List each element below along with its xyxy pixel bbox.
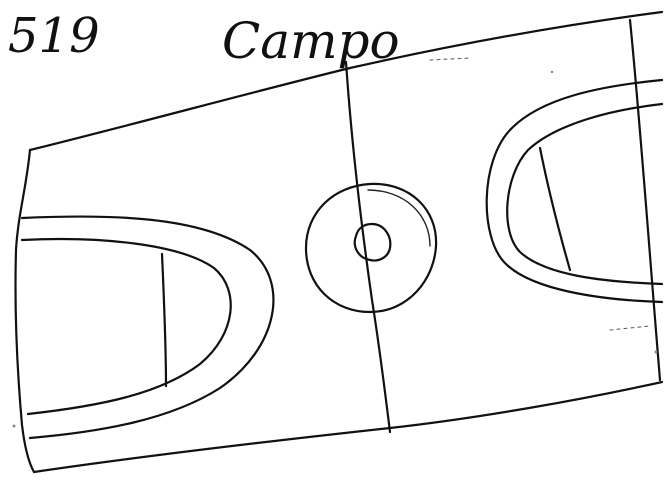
sketch-title: Campo [222, 12, 400, 70]
right-goal-line [540, 148, 570, 270]
right-penalty-arc-outer [487, 80, 662, 302]
center-spot [355, 224, 391, 261]
field-left-boundary [15, 150, 34, 472]
sketch-number: 519 [8, 8, 100, 64]
field-bottom-boundary [34, 382, 662, 472]
faint-mark-right [610, 326, 650, 330]
left-penalty-arc-outer [22, 217, 273, 438]
halfway-line [346, 62, 390, 432]
left-goal-line [162, 254, 166, 386]
speck-left [13, 425, 16, 428]
speck-right [655, 351, 658, 354]
left-penalty-arc-inner [22, 239, 231, 414]
center-circle-retrace [368, 190, 430, 246]
faint-mark-top [430, 58, 470, 60]
speck-top-right [551, 71, 553, 73]
right-penalty-arc-inner [507, 104, 662, 284]
